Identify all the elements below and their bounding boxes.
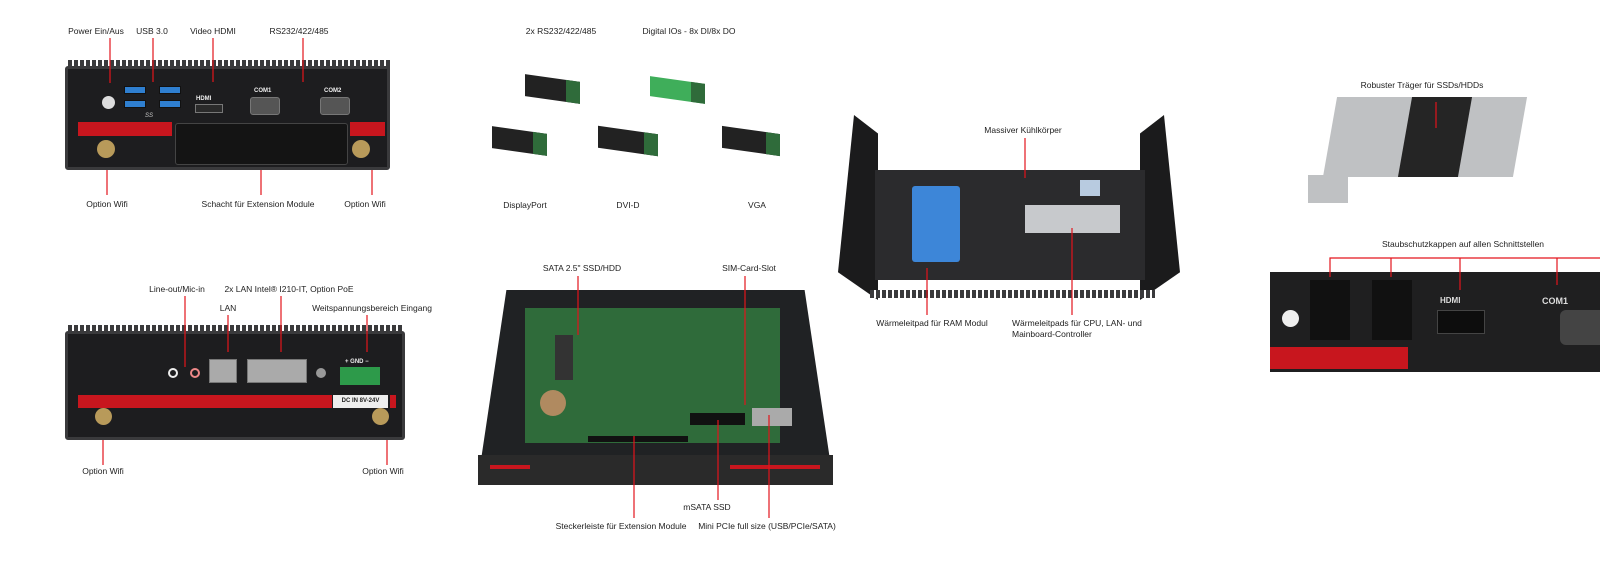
label-module-serial: 2x RS232/422/485 [525, 26, 597, 36]
label-sim: SIM-Card-Slot [722, 263, 776, 273]
label-module-vga: VGA [748, 200, 766, 210]
label-module-dvi: DVI-D [616, 200, 640, 210]
label-sata: SATA 2.5" SSD/HDD [542, 263, 622, 273]
coin-battery [540, 390, 566, 416]
ram-thermal-pad [912, 186, 960, 262]
com2-text: COM2 [324, 88, 342, 94]
module-dvi [598, 125, 658, 157]
hdmi-text: HDMI [196, 96, 212, 102]
module-vga [722, 125, 780, 157]
dc-in-label: DC IN 8V-24V [333, 395, 388, 408]
label-heatsink: Massiver Kühlkörper [984, 125, 1062, 135]
cpu-thermal-block [1025, 205, 1120, 233]
label-bracket: Robuster Träger für SSDs/HDDs [1360, 80, 1484, 90]
label-minipcie: Mini PCIe full size (USB/PCIe/SATA) [698, 521, 836, 531]
terminal-text: + GND − [345, 359, 369, 365]
sata-connector [555, 335, 573, 380]
label-usb: USB 3.0 [136, 26, 168, 36]
hdmi-port [195, 104, 223, 113]
audio-jack [190, 368, 200, 378]
label-wifi-right: Option Wifi [362, 466, 404, 476]
label-lan: LAN [219, 303, 237, 313]
label-msata: mSATA SSD [683, 502, 731, 512]
wifi-antenna-connector [352, 140, 370, 158]
com1-text: COM1 [254, 88, 272, 94]
minipcie-bracket [752, 408, 792, 426]
thermal-pad-small [1080, 180, 1100, 196]
ground-screw [316, 368, 326, 378]
wifi-antenna-connector [97, 140, 115, 158]
label-lan2: 2x LAN Intel® I210-IT, Option PoE [224, 284, 354, 294]
audio-jack [168, 368, 178, 378]
usb-port [124, 100, 146, 108]
ss-logo: SS [145, 113, 154, 119]
label-wifi-left: Option Wifi [86, 199, 128, 209]
label-ram-pad: Wärmeleitpad für RAM Modul [876, 318, 988, 328]
module-displayport [492, 126, 547, 156]
msata-slot [690, 413, 745, 425]
module-serial [525, 74, 580, 104]
hdmi-text: HDMI [1440, 296, 1461, 305]
extension-connector [588, 436, 688, 442]
label-wifi-left: Option Wifi [82, 466, 124, 476]
dust-cap [1310, 280, 1350, 340]
com1-text: COM1 [1542, 296, 1569, 306]
label-audio: Line-out/Mic-in [149, 284, 205, 294]
label-cpu-pads-1: Wärmeleitpads für CPU, LAN- und [1012, 318, 1142, 328]
usb-port [159, 100, 181, 108]
extension-slot-cover [175, 123, 348, 165]
module-dio [650, 76, 705, 104]
power-terminal [340, 367, 380, 385]
usb-port [124, 86, 146, 94]
label-hdmi: Video HDMI [190, 26, 236, 36]
label-power-input: Weitspannungsbereich Eingang [312, 303, 432, 313]
label-extension-connector: Steckerleiste für Extension Module [555, 521, 687, 531]
power-button [102, 96, 115, 109]
label-extension-slot: Schacht für Extension Module [201, 199, 315, 209]
label-power: Power Ein/Aus [68, 26, 124, 36]
label-wifi-right: Option Wifi [344, 199, 386, 209]
label-cpu-pads-2: Mainboard-Controller [1012, 329, 1092, 339]
usb-port [159, 86, 181, 94]
power-button [1282, 310, 1299, 327]
label-serial: RS232/422/485 [269, 26, 329, 36]
label-module-dp: DisplayPort [503, 200, 547, 210]
wifi-antenna-connector [372, 408, 389, 425]
lan-port [247, 359, 307, 383]
wifi-antenna-connector [95, 408, 112, 425]
com2-port [320, 97, 350, 115]
dust-cap [1437, 310, 1485, 334]
lan-port [209, 359, 237, 383]
label-module-dio: Digital IOs - 8x DI/8x DO [642, 26, 736, 36]
label-dust-caps: Staubschutzkappen auf allen Schnittstell… [1381, 239, 1545, 249]
dust-cap [1372, 280, 1412, 340]
com1-port [250, 97, 280, 115]
